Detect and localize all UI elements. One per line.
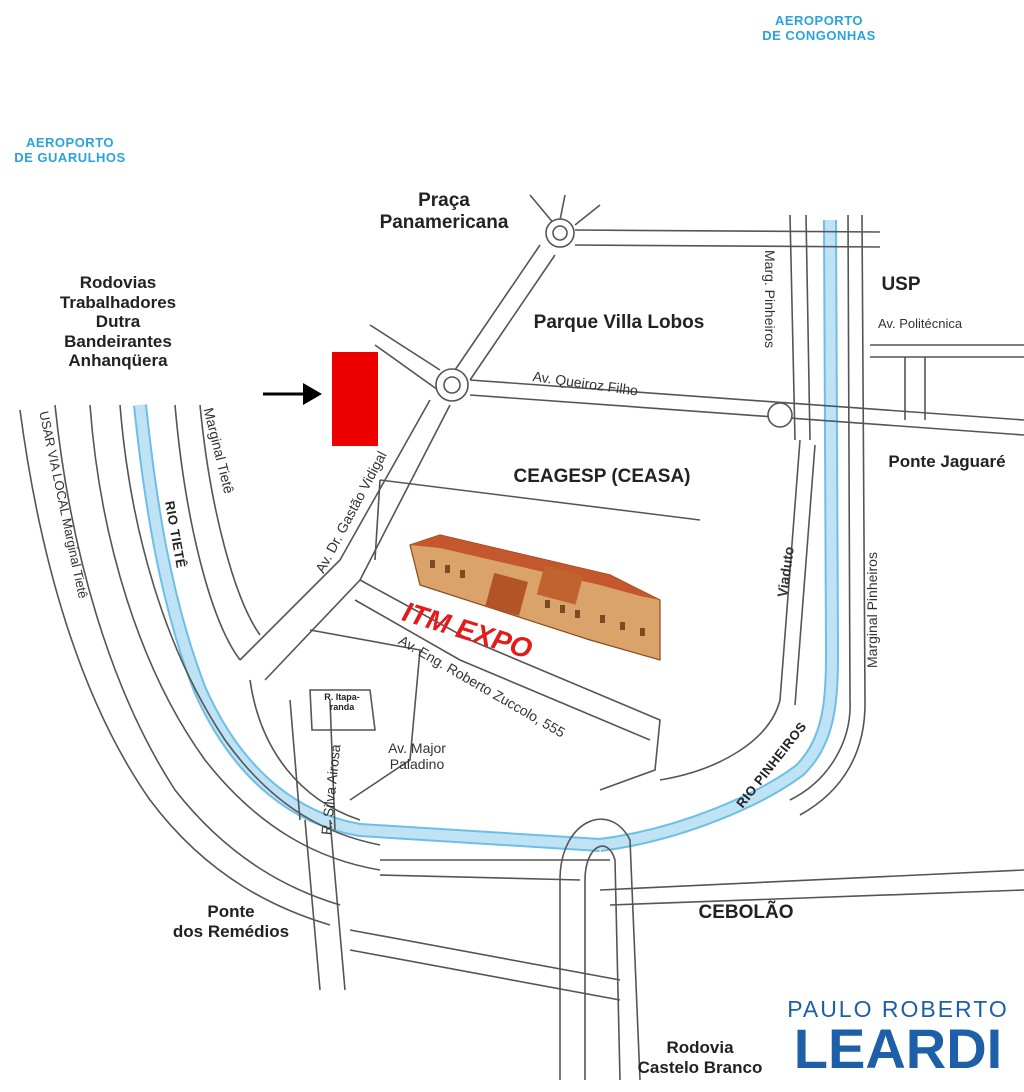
- ceagesp-label: CEAGESP (CEASA): [513, 466, 691, 487]
- av-politecnica-label: Av. Politécnica: [878, 316, 963, 331]
- rodovias-label: Rodovias Trabalhadores Dutra Bandeirante…: [59, 273, 177, 371]
- rivers: [133, 219, 840, 852]
- marg-pinheiros-top-label: Marg. Pinheiros: [762, 250, 778, 349]
- airport-guarulhos-label: AEROPORTO DE GUARULHOS: [14, 135, 126, 165]
- ponte-remedios-label: Ponte dos Remédios: [172, 902, 290, 941]
- av-major-label: Av. Major Paladino: [388, 740, 446, 773]
- roads: [19, 194, 1024, 1081]
- arrow-right-icon: [263, 383, 322, 405]
- usp-label: USP: [881, 274, 921, 295]
- ponte-jaguare-label: Ponte Jaguaré: [888, 452, 1006, 471]
- parque-label: Parque Villa Lobos: [533, 312, 705, 333]
- expo-building-image: [409, 534, 661, 661]
- castelo-label: Rodovia Castelo Branco: [637, 1038, 763, 1077]
- praca-label: Praça Panamericana: [379, 190, 509, 233]
- location-marker[interactable]: [332, 352, 378, 446]
- brand-main-text: LEARDI: [793, 1017, 1003, 1080]
- marginal-pinheiros-label: Marginal Pinheiros: [864, 552, 880, 668]
- roundabouts: [435, 218, 793, 428]
- r-itapa-label: R. Itapa- randa: [324, 692, 360, 713]
- brand-top-text: PAULO ROBERTO: [787, 996, 1009, 1022]
- brand-logo: PAULO ROBERTO LEARDI: [786, 996, 1010, 1077]
- roundabout-queiroz: [767, 402, 793, 428]
- cebolao-label: CEBOLÃO: [698, 902, 794, 923]
- airport-congonhas-label: AEROPORTO DE CONGONHAS: [762, 13, 876, 43]
